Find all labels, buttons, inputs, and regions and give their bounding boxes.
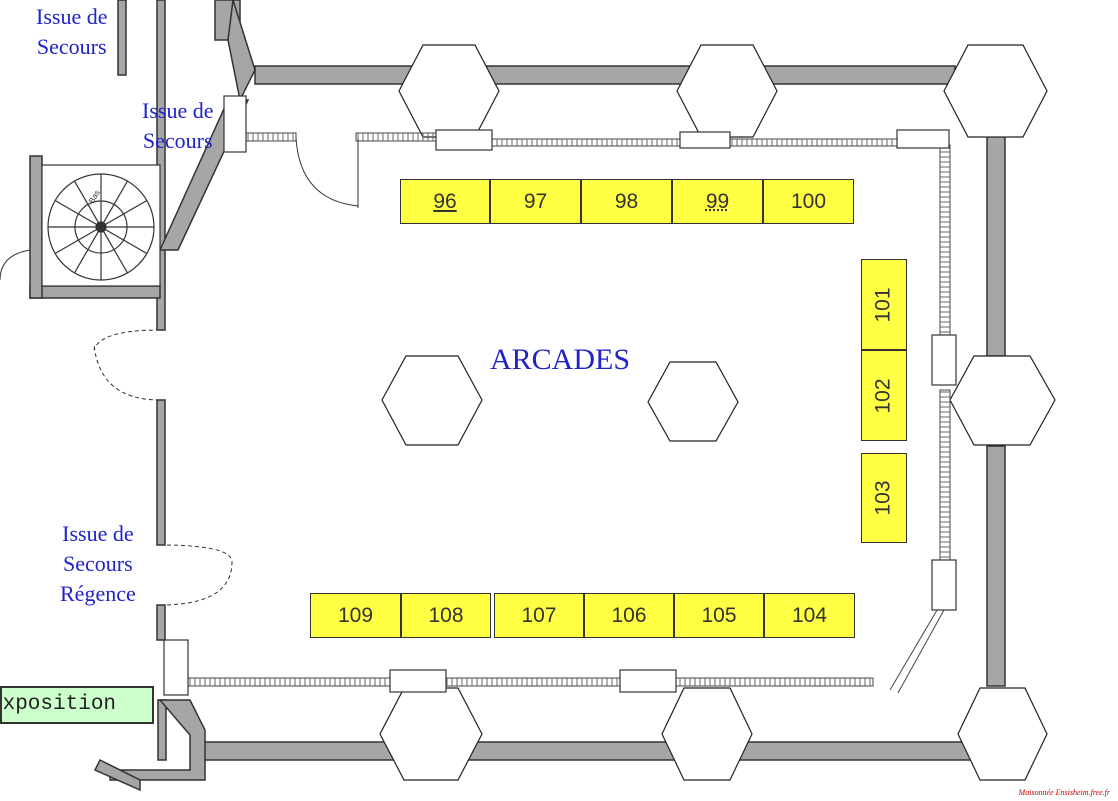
stand-105[interactable]: 105 (674, 593, 764, 638)
stand-99[interactable]: 99 (672, 179, 763, 224)
spiral-staircase (41, 164, 161, 287)
stand-107[interactable]: 107 (494, 593, 584, 638)
stand-106[interactable]: 106 (584, 593, 674, 638)
stand-number: 100 (790, 189, 827, 213)
exposition-area[interactable]: Exposition (0, 686, 154, 724)
stand-number: 105 (701, 603, 737, 627)
credit-text: Maisonnée Ensisheim.free.fr (1018, 788, 1110, 797)
stand-number: 109 (337, 603, 374, 627)
stand-number: 108 (428, 603, 464, 627)
stand-103[interactable]: 103 (861, 453, 907, 543)
stand-number: 104 (791, 603, 828, 627)
stand-number: 99 (705, 189, 730, 213)
exit-label-stair: Issue de Secours (142, 96, 213, 156)
exit-label-line: Issue de (62, 521, 134, 546)
stand-97[interactable]: 97 (490, 179, 581, 224)
stand-102[interactable]: 102 (861, 350, 907, 441)
stand-number: 106 (611, 603, 647, 627)
stand-number: 102 (871, 377, 895, 414)
stand-98[interactable]: 98 (581, 179, 672, 224)
stand-108[interactable]: 108 (401, 593, 491, 638)
stand-number: 107 (521, 603, 557, 627)
exit-label-line: Régence (60, 581, 136, 606)
stand-number: 97 (523, 189, 548, 213)
stand-96[interactable]: 96 (400, 179, 490, 224)
exit-label-line: Secours (63, 551, 133, 576)
stand-109[interactable]: 109 (310, 593, 401, 638)
exit-label-line: Issue de (36, 4, 108, 29)
exit-label-line: Issue de (142, 98, 214, 123)
stand-number: 101 (871, 286, 895, 323)
door-swings (0, 137, 359, 606)
stand-101[interactable]: 101 (861, 259, 907, 350)
exit-label-line: Secours (142, 128, 213, 153)
stand-100[interactable]: 100 (763, 179, 854, 224)
exposition-label: Exposition (0, 693, 117, 716)
door-blocks (163, 95, 957, 696)
room-name-arcades: ARCADES (490, 343, 631, 376)
stand-104[interactable]: 104 (764, 593, 855, 638)
exit-label-line: Secours (36, 34, 107, 59)
stand-number: 98 (614, 189, 639, 213)
stand-number: 96 (433, 189, 457, 213)
stand-number: 103 (871, 480, 895, 516)
rail-hatches (189, 133, 950, 686)
pillars (379, 44, 1056, 781)
exit-label-regence: Issue de Secours Régence (60, 519, 136, 609)
exit-label-top-left: Issue de Secours (36, 2, 107, 62)
